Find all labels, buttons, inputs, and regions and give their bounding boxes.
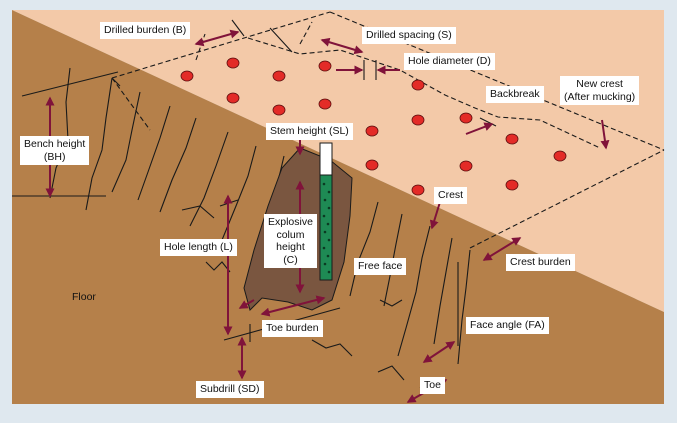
backbreak-arrow xyxy=(465,122,494,135)
explosive-column-line-2: colum xyxy=(276,228,305,241)
toe-label: Toe xyxy=(420,377,445,394)
new-crest-line-1: New crest xyxy=(576,78,623,90)
bench-height-label: Bench height (BH) xyxy=(20,136,90,165)
new-crest-line-2: (After mucking) xyxy=(564,90,636,103)
drill-hole xyxy=(411,114,425,126)
drill-hole xyxy=(365,159,379,171)
free-face-arrow xyxy=(238,299,255,309)
face-angle-arrow xyxy=(422,341,456,363)
stem-height-label: Stem height (SL) xyxy=(266,123,353,140)
drill-hole xyxy=(505,179,519,191)
face-angle-label: Face angle (FA) xyxy=(466,317,549,334)
explosive-texture xyxy=(322,182,331,274)
drill-hole xyxy=(180,70,194,82)
crest-label: Crest xyxy=(434,187,468,204)
drill-hole xyxy=(553,150,567,162)
explosive-column-line-4: (C) xyxy=(283,253,298,266)
drill-hole xyxy=(318,60,332,72)
drilled-spacing-label: Drilled spacing (S) xyxy=(362,27,456,44)
drill-hole xyxy=(459,112,473,124)
drill-hole xyxy=(272,104,286,116)
free-face-label: Free face xyxy=(354,258,407,275)
drill-hole xyxy=(226,92,240,104)
toe-burden-arrow xyxy=(260,295,326,317)
explosive-column-line-3: height xyxy=(276,241,305,253)
floor-label: Floor xyxy=(68,289,100,306)
toe-burden-label: Toe burden xyxy=(262,320,323,337)
blast-hole-stemming xyxy=(319,142,333,176)
drilled-burden-arrow xyxy=(194,29,240,47)
drill-holes xyxy=(180,57,567,196)
drill-hole xyxy=(272,70,286,82)
drill-hole xyxy=(365,125,379,137)
crest-line xyxy=(111,77,121,87)
new-crest-label: New crest (After mucking) xyxy=(560,76,640,105)
drilled-spacing-arrow xyxy=(320,37,364,55)
bench-face-fractures xyxy=(49,67,471,393)
crest-arrow xyxy=(429,201,441,230)
drill-hole xyxy=(505,133,519,145)
bench-height-line-1: Bench height xyxy=(24,138,86,150)
drill-hole xyxy=(411,79,425,91)
crest-burden-label: Crest burden xyxy=(506,254,575,271)
drill-hole xyxy=(411,184,425,196)
explosive-column-line-1: Explosive xyxy=(268,216,313,228)
drill-hole xyxy=(226,57,240,69)
hole-diameter-label: Hole diameter (D) xyxy=(404,53,495,70)
crest-burden-arrow xyxy=(482,237,522,261)
backbreak-label: Backbreak xyxy=(486,86,544,103)
blast-hole-explosive xyxy=(319,174,333,281)
drill-hole xyxy=(459,160,473,172)
subdrill-label: Subdrill (SD) xyxy=(196,381,264,398)
drilled-burden-label: Drilled burden (B) xyxy=(100,22,191,39)
backbreak-line xyxy=(247,37,601,149)
new-crest-arrow xyxy=(600,119,610,150)
hole-length-label: Hole length (L) xyxy=(160,239,237,256)
drill-hole xyxy=(318,98,332,110)
bench-height-line-2: (BH) xyxy=(43,150,66,163)
explosive-column-label: Explosive colum height (C) xyxy=(264,214,317,268)
